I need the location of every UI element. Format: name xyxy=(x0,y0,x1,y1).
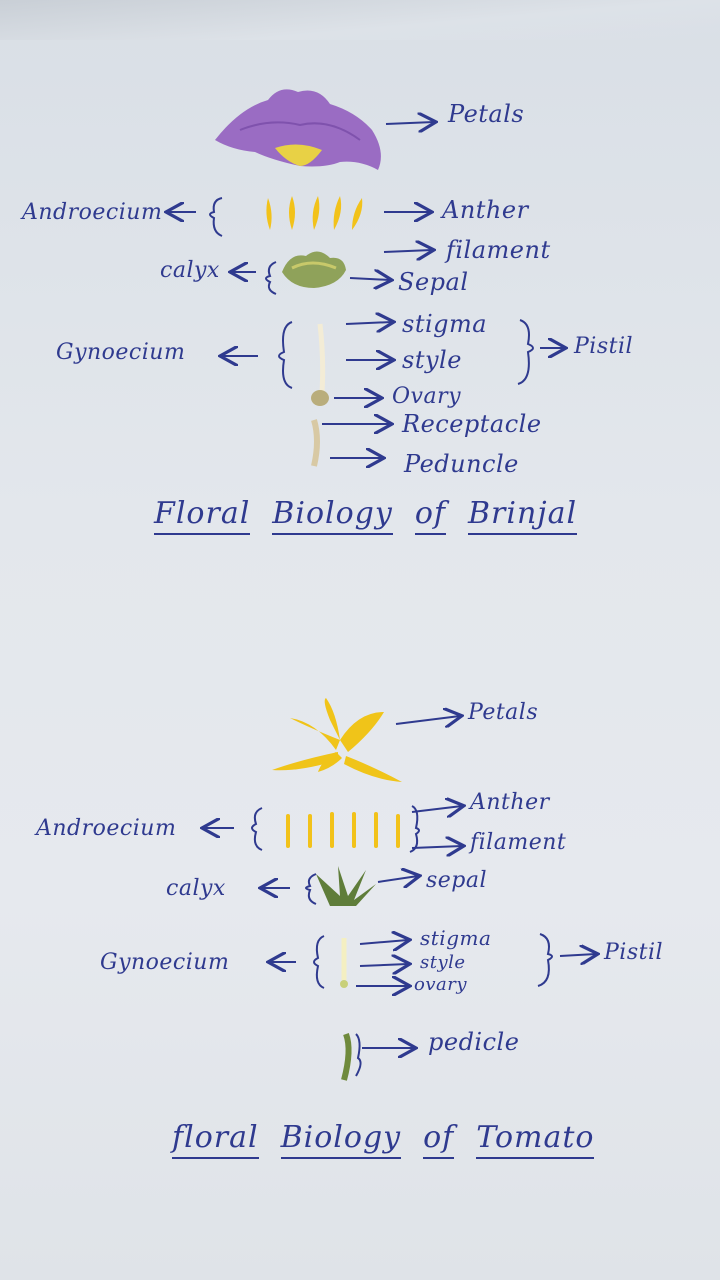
tomato-title: floral Biology of Tomato xyxy=(172,1120,616,1159)
tomato-anther-specimens xyxy=(286,812,400,848)
brinjal-arrows xyxy=(168,122,564,458)
tomato-title-word-2: Biology xyxy=(280,1120,402,1159)
tomato-label-sepal: sepal xyxy=(426,868,488,893)
tomato-calyx-specimen xyxy=(316,866,376,906)
tomato-label-style: style xyxy=(420,952,466,973)
paper-edge xyxy=(0,0,720,40)
tomato-label-filament: filament xyxy=(470,830,567,855)
brinjal-label-sepal: Sepal xyxy=(398,268,469,296)
tomato-arrows xyxy=(204,716,596,1077)
tomato-label-androecium: Androecium xyxy=(36,816,177,841)
tomato-label-calyx: calyx xyxy=(166,876,226,901)
tomato-label-pedicle: pedicle xyxy=(428,1028,520,1056)
brinjal-title-word-2: Biology xyxy=(272,496,393,535)
tomato-label-ovary: ovary xyxy=(414,974,468,995)
brinjal-calyx-specimen xyxy=(282,251,346,288)
brinjal-label-androecium: Androecium xyxy=(22,200,163,225)
tomato-title-word-4: Tomato xyxy=(476,1120,595,1159)
brinjal-label-gynoecium: Gynoecium xyxy=(56,340,186,365)
tomato-label-petals: Petals xyxy=(468,700,539,725)
brinjal-title-word-3: of xyxy=(414,496,446,535)
brinjal-anther-specimens xyxy=(266,196,363,230)
brinjal-label-filament: filament xyxy=(446,236,551,264)
brinjal-label-anther: Anther xyxy=(442,196,529,224)
tomato-title-word-1: floral xyxy=(172,1120,259,1159)
tomato-label-anther: Anther xyxy=(470,790,550,815)
brinjal-label-pistil: Pistil xyxy=(574,334,634,359)
tomato-label-pistil: Pistil xyxy=(604,940,664,965)
brinjal-label-stigma: stigma xyxy=(402,310,488,338)
brinjal-title-word-1: Floral xyxy=(154,496,251,535)
tomato-label-gynoecium: Gynoecium xyxy=(100,950,230,975)
tomato-pistil-specimen xyxy=(340,938,348,988)
brinjal-label-petals: Petals xyxy=(448,100,525,128)
tomato-title-word-3: of xyxy=(423,1120,455,1159)
tomato-pedicle-specimen xyxy=(341,1032,352,1081)
brinjal-label-style: style xyxy=(402,346,462,374)
brinjal-petal-specimen xyxy=(215,89,381,170)
brinjal-pistil-specimen xyxy=(311,323,329,467)
brinjal-title: Floral Biology of Brinjal xyxy=(154,496,599,535)
tomato-petal-specimen xyxy=(272,698,402,782)
brinjal-label-calyx: calyx xyxy=(160,258,220,283)
brinjal-label-receptacle: Receptacle xyxy=(402,410,542,438)
tomato-label-stigma: stigma xyxy=(420,926,492,950)
brinjal-label-ovary: Ovary xyxy=(392,384,462,409)
brinjal-label-peduncle: Peduncle xyxy=(404,450,519,478)
brinjal-title-word-4: Brinjal xyxy=(467,496,578,535)
